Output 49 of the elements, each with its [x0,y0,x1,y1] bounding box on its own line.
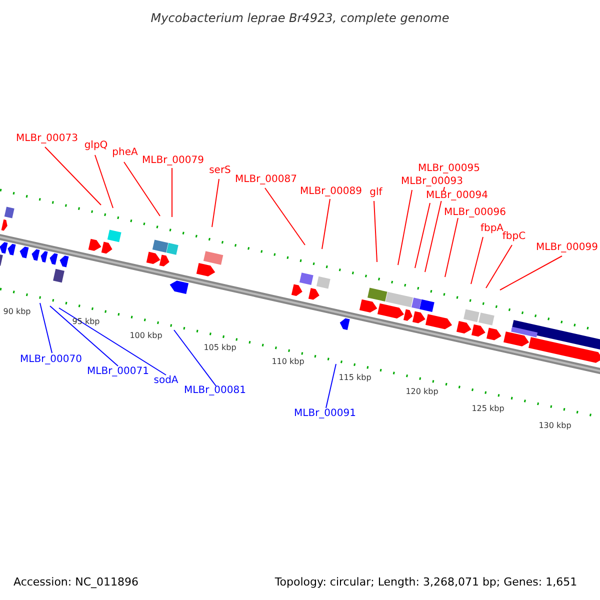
scale-label: 90 kbp [3,308,31,316]
gene-label: MLBr_00087 [234,175,298,185]
gene-label: sodA [152,376,180,386]
leader-line [470,236,484,284]
leader-line [212,178,220,228]
gene-label: MLBr_00073 [15,134,79,144]
footer-text: Accession: NC_011896 [13,576,139,588]
scale-label: 130 kbp [538,422,572,430]
gene-label: MLBr_00095 [417,164,481,174]
scale-label: 95 kbp [72,318,100,326]
gene-label: MLBr_00093 [400,177,464,187]
scale-label: 115 kbp [338,374,372,382]
leader-line [124,162,160,216]
leader-line [58,308,166,376]
leader-line [486,244,512,288]
diagram-title: Mycobacterium leprae Br4923, complete genome [150,12,450,24]
gene-label: glf [368,188,384,198]
leader-line [50,306,118,366]
leader-line [326,364,336,408]
scale-label: 105 kbp [204,344,236,352]
leader-line [44,146,102,206]
scale-label: 120 kbp [406,388,438,396]
gene-label: MLBr_00079 [141,156,205,166]
leader-line [40,302,52,354]
gene-label: MLBr_00070 [19,355,83,365]
leader-line [414,202,430,268]
leader-line [398,190,412,266]
gene-label: MLBr_00071 [86,367,150,377]
leader-line [374,200,378,262]
leader-line [264,188,306,246]
leader-line [94,154,114,208]
leader-line [444,218,458,278]
gene-label: MLBr_00091 [293,409,357,419]
gene-label: serS [208,166,232,176]
gene-label: fbpC [501,232,527,242]
leader-line [174,330,216,386]
scale-label: 125 kbp [472,405,504,413]
leader-line [500,256,562,290]
gene-label: MLBr_00094 [425,191,489,201]
gene-label: MLBr_00089 [299,187,363,197]
gene-label: MLBr_00096 [443,208,507,218]
gene-label: pheA [111,148,139,158]
leader-line [322,198,330,250]
scale-label: 110 kbp [272,358,304,366]
gene-label: glpQ [83,141,109,151]
footer-text: Topology: circular; Length: 3,268,071 bp; Genes: 1,651 [274,576,578,588]
gene-label: MLBr_00081 [183,386,247,396]
gene-label: MLBr_00099 [535,243,599,253]
scale-label: 100 kbp [130,332,162,340]
